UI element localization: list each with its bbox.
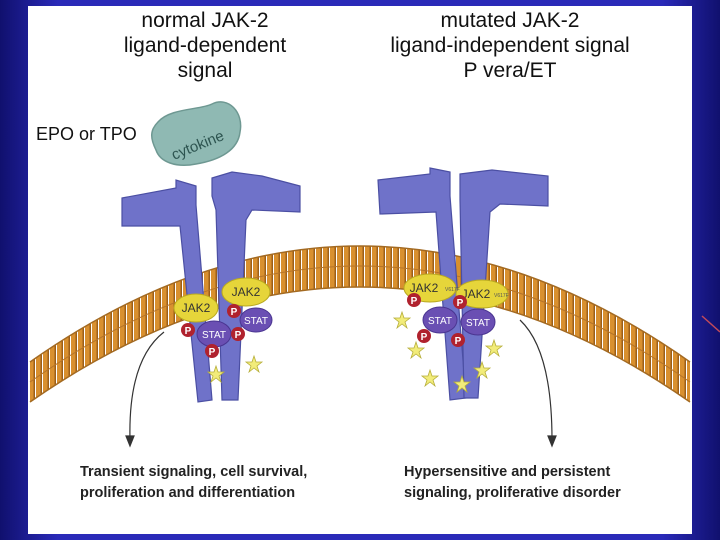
ligand-label: EPO or TPO (36, 124, 137, 144)
right-jak2-suffix-1: V617F (445, 287, 460, 293)
right-caption: Hypersensitive and persistent signaling,… (404, 464, 621, 501)
left-signal-arrow (125, 331, 165, 448)
left-phospho-1: P (185, 326, 192, 337)
right-jak2-label-1: JAK2 (410, 281, 439, 295)
right-jak2-suffix-2: V617F (494, 293, 509, 299)
left-phospho-4: P (209, 347, 216, 358)
right-phospho-4: P (455, 336, 462, 347)
cytokine-ligand: cytokine (151, 101, 242, 166)
right-stat-label-1: STAT (428, 316, 452, 327)
left-stat-label-2: STAT (244, 316, 268, 327)
left-star-icons (206, 354, 264, 384)
right-jak2-group: JAK2 JAK2 V617F V617F STAT STAT P P P P (403, 273, 509, 347)
right-star-icons (392, 310, 504, 394)
left-jak2-group: JAK2 JAK2 STAT STAT P P P P (173, 277, 273, 358)
right-signal-arrow (519, 319, 557, 448)
right-heading: mutated JAK-2 ligand-independent signal … (390, 9, 630, 82)
right-phospho-3: P (421, 332, 428, 343)
cell-membrane (29, 245, 691, 403)
left-phospho-2: P (231, 307, 238, 318)
right-phospho-1: P (411, 296, 418, 307)
right-stat-label-2: STAT (466, 318, 490, 329)
right-jak2-label-2: JAK2 (462, 287, 491, 301)
slide-decoration-line (701, 315, 720, 333)
left-caption: Transient signaling, cell survival, prol… (80, 464, 308, 501)
left-heading: normal JAK-2 ligand-dependent signal (123, 9, 287, 82)
left-jak2-label-2: JAK2 (232, 285, 261, 299)
right-phospho-2: P (457, 298, 464, 309)
left-jak2-label-1: JAK2 (182, 301, 211, 315)
left-stat-label-1: STAT (202, 330, 226, 341)
left-phospho-3: P (235, 330, 242, 341)
